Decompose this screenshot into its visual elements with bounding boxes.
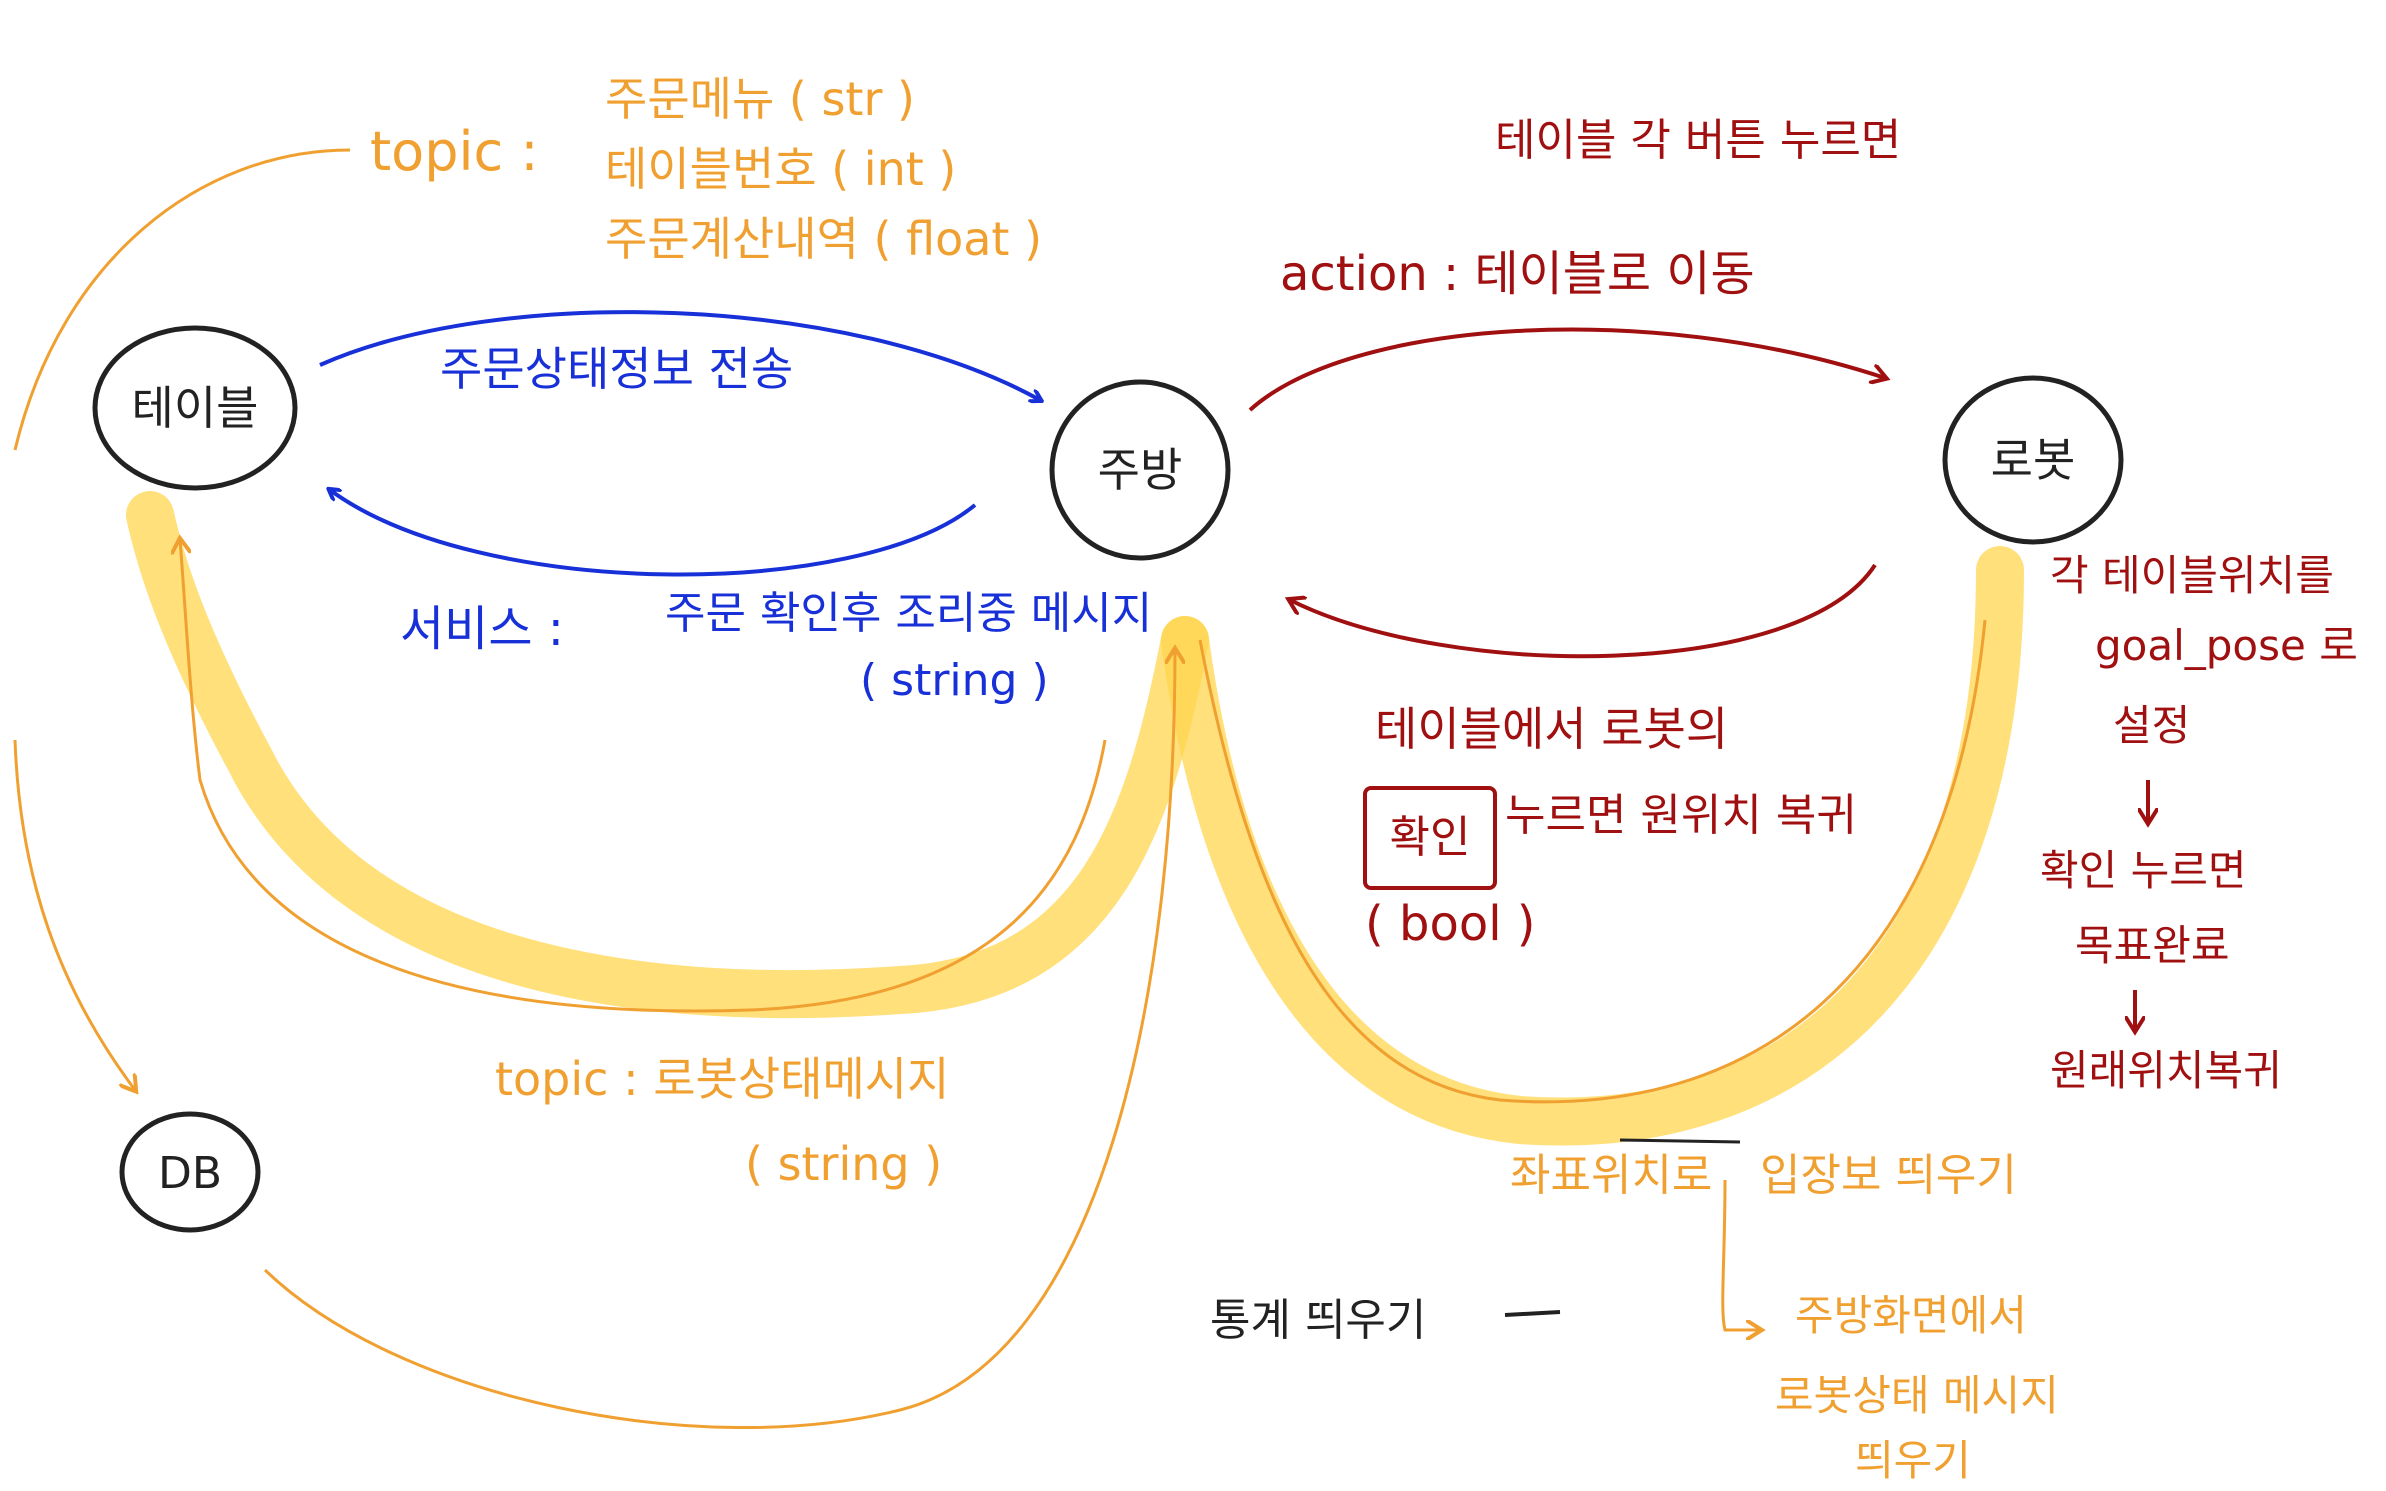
red-right-line6: 원래위치복귀 — [2050, 1046, 2282, 1095]
node-kitchen: 주방 — [1049, 379, 1231, 561]
orange-coord-right: 입장보 띄우기 — [1760, 1150, 2017, 1201]
blue-service-line2: ( string ) — [860, 655, 1049, 706]
red-mid-line1: 테이블에서 로봇의 — [1375, 702, 1728, 756]
red-right-line1: 각 테이블위치를 — [2050, 551, 2334, 600]
topic-robot-line1: topic : 로봇상태메시지 — [495, 1052, 949, 1106]
red-button-label: 테이블 각 버튼 누르면 — [1495, 115, 1901, 166]
topic-table-line3: 주문계산내역 ( float ) — [605, 212, 1042, 266]
node-table-label: 테이블 — [132, 381, 259, 435]
node-db: DB — [119, 1111, 261, 1233]
red-action-label: action : 테이블로 이동 — [1280, 246, 1755, 302]
highlight-kitchen-to-table — [126, 491, 1209, 1019]
black-underline — [1619, 1138, 1741, 1144]
node-robot: 로봇 — [1942, 375, 2124, 545]
node-kitchen-label: 주방 — [1098, 443, 1183, 497]
orange-robot-msg2: 띄우기 — [1855, 1436, 1971, 1485]
red-arrow-kitchen-to-robot — [1248, 327, 1885, 412]
blue-order-status-label: 주문상태정보 전송 — [440, 342, 793, 396]
orange-kitchen-screen: 주방화면에서 — [1795, 1291, 2027, 1340]
blue-service-line1: 주문 확인후 조리중 메시지 — [665, 588, 1152, 639]
stats-dash — [1504, 1310, 1561, 1317]
orange-topic-curve — [13, 148, 351, 451]
blue-service-prefix: 서비스 : — [400, 601, 564, 657]
orange-kitchen-to-robot-curve — [1198, 619, 1987, 1104]
highlight-kitchen-to-robot — [1161, 546, 2024, 1146]
topic-table-line2: 테이블번호 ( int ) — [605, 142, 956, 196]
red-mid-line2: 누르면 원위치 복귀 — [1505, 790, 1857, 841]
blue-arrow-kitchen-to-table — [330, 490, 977, 577]
red-right-line3: 설정 — [2113, 701, 2190, 750]
topic-table-prefix: topic : — [370, 120, 539, 183]
red-right-line5: 목표완료 — [2075, 921, 2230, 970]
red-right-line2: goal_pose 로 — [2095, 621, 2358, 670]
blue-arrow-table-to-kitchen — [319, 310, 1040, 400]
node-table: 테이블 — [92, 325, 298, 491]
orange-db-arrow — [13, 739, 135, 1090]
red-arrow-robot-to-kitchen — [1290, 563, 1877, 659]
red-mid-line3: ( bool ) — [1365, 896, 1536, 952]
topic-table-line1: 주문메뉴 ( str ) — [605, 72, 915, 126]
orange-db-to-kitchen-curve — [263, 650, 1175, 1429]
orange-branch-arrow — [1721, 1179, 1760, 1330]
node-db-label: DB — [158, 1148, 222, 1199]
red-mid-boxed: 확인 — [1390, 812, 1471, 863]
stats-label: 통계 띄우기 — [1210, 1295, 1426, 1346]
red-right-line4: 확인 누르면 — [2040, 846, 2247, 895]
orange-coord-left: 좌표위치로 — [1510, 1150, 1712, 1201]
confirm-button-box — [1363, 786, 1497, 890]
topic-robot-line2: ( string ) — [745, 1137, 942, 1191]
node-robot-label: 로봇 — [1991, 433, 2076, 487]
orange-robot-msg1: 로봇상태 메시지 — [1775, 1371, 2059, 1420]
orange-robot-status-curve — [180, 540, 1107, 1013]
